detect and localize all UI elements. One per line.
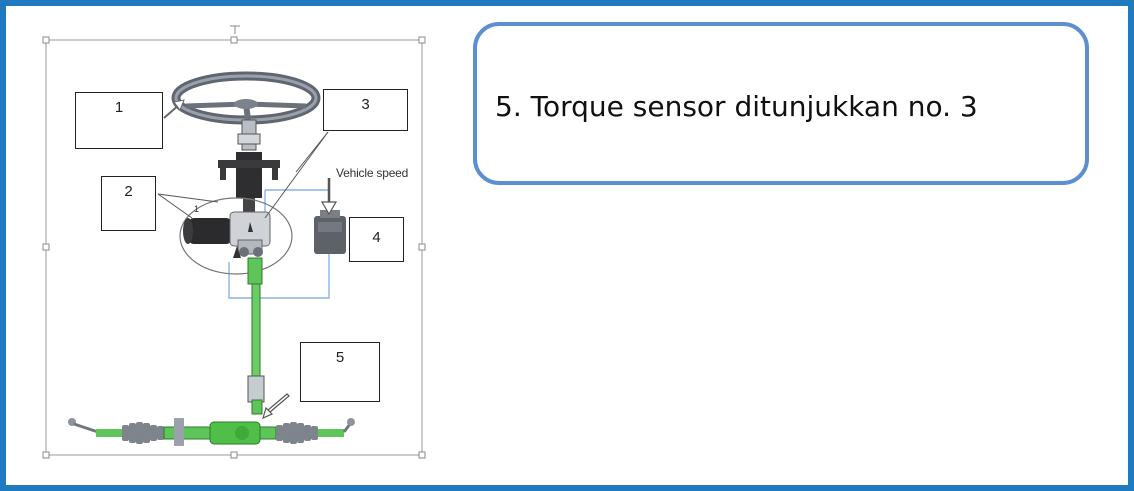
leader-lines <box>157 131 329 219</box>
part-mark: 1 <box>194 204 199 214</box>
eps-diagram-drawing: 1 <box>42 25 426 459</box>
label-box-1: 1 <box>75 92 163 149</box>
assist-unit-highlight <box>179 197 293 275</box>
motor-icon <box>183 211 271 258</box>
rotate-handle-icon[interactable] <box>230 25 240 34</box>
vehicle-speed-label: Vehicle speed <box>336 166 409 180</box>
steering-rack-icon <box>68 418 355 446</box>
vehicle-speed-arrow-icon <box>320 178 338 216</box>
arrow-1-icon <box>163 99 185 119</box>
steering-column-icon <box>218 119 280 212</box>
steering-wheel-icon <box>171 71 321 125</box>
answer-callout: 5. Torque sensor ditunjukkan no. 3 <box>473 22 1089 185</box>
label-box-2: 2 <box>101 176 156 231</box>
label-box-5: 5 <box>300 342 380 402</box>
intermediate-shaft-icon <box>247 257 265 415</box>
label-box-4: 4 <box>349 217 404 262</box>
arrow-5-icon <box>262 393 290 420</box>
answer-text: 5. Torque sensor ditunjukkan no. 3 <box>495 90 978 123</box>
ecu-icon <box>314 210 346 254</box>
selection-handles[interactable] <box>42 36 426 459</box>
label-box-3: 3 <box>323 89 408 131</box>
eps-diagram: 1 1 2 3 4 5 Vehicle speed <box>40 22 430 467</box>
